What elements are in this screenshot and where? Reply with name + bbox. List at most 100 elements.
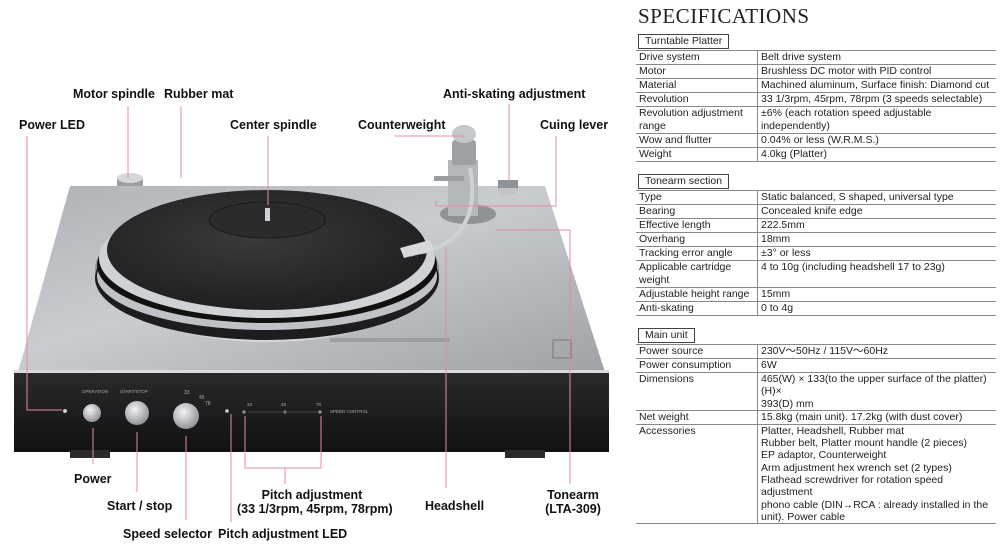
- spec-key: Accessories: [636, 423, 758, 525]
- label-power: Power: [74, 472, 112, 486]
- pitch-adjustment-title: Pitch adjustment: [261, 488, 363, 502]
- spec-value: 4.0kg (Platter): [757, 147, 996, 162]
- spec-key: Anti-skating: [636, 301, 758, 316]
- label-headshell: Headshell: [425, 499, 485, 513]
- spec-key: Effective length: [636, 218, 758, 233]
- spec-key: Applicable cartridge weight: [636, 260, 758, 288]
- tonearm-title: Tonearm: [547, 488, 599, 502]
- pitch-adjustment-detail: (33 1/3rpm, 45rpm, 78rpm): [237, 502, 393, 516]
- mark-speed-45: 45: [199, 395, 205, 401]
- spec-key: Overhang: [636, 232, 758, 247]
- spec-value: Platter, Headshell, Rubber mat Rubber be…: [757, 423, 996, 525]
- spec-value: 18mm: [757, 232, 996, 247]
- turntable-illustration: OPERATION START/STOP 33 45 78 33 45 78 S…: [14, 104, 609, 522]
- spec-value: Belt drive system: [757, 50, 996, 65]
- spec-key: Net weight: [636, 409, 758, 425]
- label-cuing-lever: Cuing lever: [540, 118, 609, 132]
- spec-key: Weight: [636, 147, 758, 162]
- power-led-shape: [63, 409, 67, 413]
- spec-value: ±3° or less: [757, 246, 996, 261]
- spec-value: 0.04% or less (W.R.M.S.): [757, 133, 996, 148]
- spec-value: Machined aluminum, Surface finish: Diamo…: [757, 78, 996, 93]
- spec-key: Drive system: [636, 50, 758, 65]
- spec-value: Brushless DC motor with PID control: [757, 64, 996, 79]
- spec-key: Tracking error angle: [636, 246, 758, 261]
- label-anti-skating: Anti-skating adjustment: [443, 87, 586, 101]
- spec-key: Motor: [636, 64, 758, 79]
- spec-section-label: Main unit: [638, 328, 695, 343]
- mark-speed-control: SPEED CONTROL: [330, 409, 369, 414]
- spec-value: 15.8kg (main unit). 17.2kg (with dust co…: [757, 409, 996, 425]
- spec-key: Power consumption: [636, 358, 758, 373]
- counterweight-shape: [452, 125, 476, 143]
- spec-value: Concealed knife edge: [757, 204, 996, 219]
- label-tonearm: Tonearm (LTA-309): [538, 488, 608, 516]
- spec-key: Revolution: [636, 92, 758, 107]
- spec-key: Adjustable height range: [636, 287, 758, 302]
- spec-key: Material: [636, 78, 758, 93]
- spec-value: 222.5mm: [757, 218, 996, 233]
- spec-value: 6W: [757, 358, 996, 373]
- label-rubber-mat: Rubber mat: [164, 87, 234, 101]
- power-knob: [83, 404, 101, 422]
- spec-row: Tracking error angle±3° or less: [636, 246, 996, 261]
- turntable-figure: OPERATION START/STOP 33 45 78 33 45 78 S…: [14, 87, 609, 541]
- label-start-stop: Start / stop: [107, 499, 173, 513]
- foot: [505, 450, 545, 458]
- spec-section-label: Turntable Platter: [638, 34, 730, 49]
- mark-speed-33: 33: [184, 390, 190, 396]
- spec-key: Revolution adjustment range: [636, 106, 758, 134]
- spec-value: Static balanced, S shaped, universal typ…: [757, 190, 996, 205]
- mark-operation: OPERATION: [82, 389, 108, 394]
- foot: [70, 450, 110, 458]
- spec-value: 4 to 10g (including headshell 17 to 23g): [757, 260, 996, 288]
- spec-value: 0 to 4g: [757, 301, 996, 316]
- label-counterweight: Counterweight: [358, 118, 446, 132]
- spec-key: Dimensions: [636, 372, 758, 411]
- start-stop-knob: [125, 401, 149, 425]
- mark-start-stop: START/STOP: [120, 389, 148, 394]
- cuing-lever-shape: [434, 176, 464, 181]
- spec-value: ±6% (each rotation speed adjustable inde…: [757, 106, 996, 134]
- mark-speed-78: 78: [205, 401, 211, 407]
- label-speed-selector: Speed selector: [123, 527, 212, 541]
- mark-pitch-78: 78: [316, 402, 322, 407]
- spec-value: 230V～50Hz / 115V～60Hz: [757, 344, 996, 359]
- mark-pitch-45: 45: [281, 402, 287, 407]
- spec-value: 15mm: [757, 287, 996, 302]
- label-motor-spindle: Motor spindle: [73, 87, 155, 101]
- center-spindle-shape: [265, 208, 270, 221]
- spec-value: 33 1/3rpm, 45rpm, 78rpm (3 speeds select…: [757, 92, 996, 107]
- spec-key: Power source: [636, 344, 758, 359]
- spec-row: Revolution adjustment range±6% (each rot…: [636, 106, 996, 134]
- spec-key: Type: [636, 190, 758, 205]
- tonearm-model: (LTA-309): [545, 502, 601, 516]
- leader-lines: [26, 104, 571, 522]
- label-center-spindle: Center spindle: [230, 118, 317, 132]
- label-pitch-adjustment: Pitch adjustment (33 1/3rpm, 45rpm, 78rp…: [237, 488, 393, 516]
- mark-pitch-33: 33: [247, 402, 253, 407]
- rubber-mat-shape: [107, 190, 427, 310]
- spec-value: 465(W) × 133(to the upper surface of the…: [757, 372, 996, 411]
